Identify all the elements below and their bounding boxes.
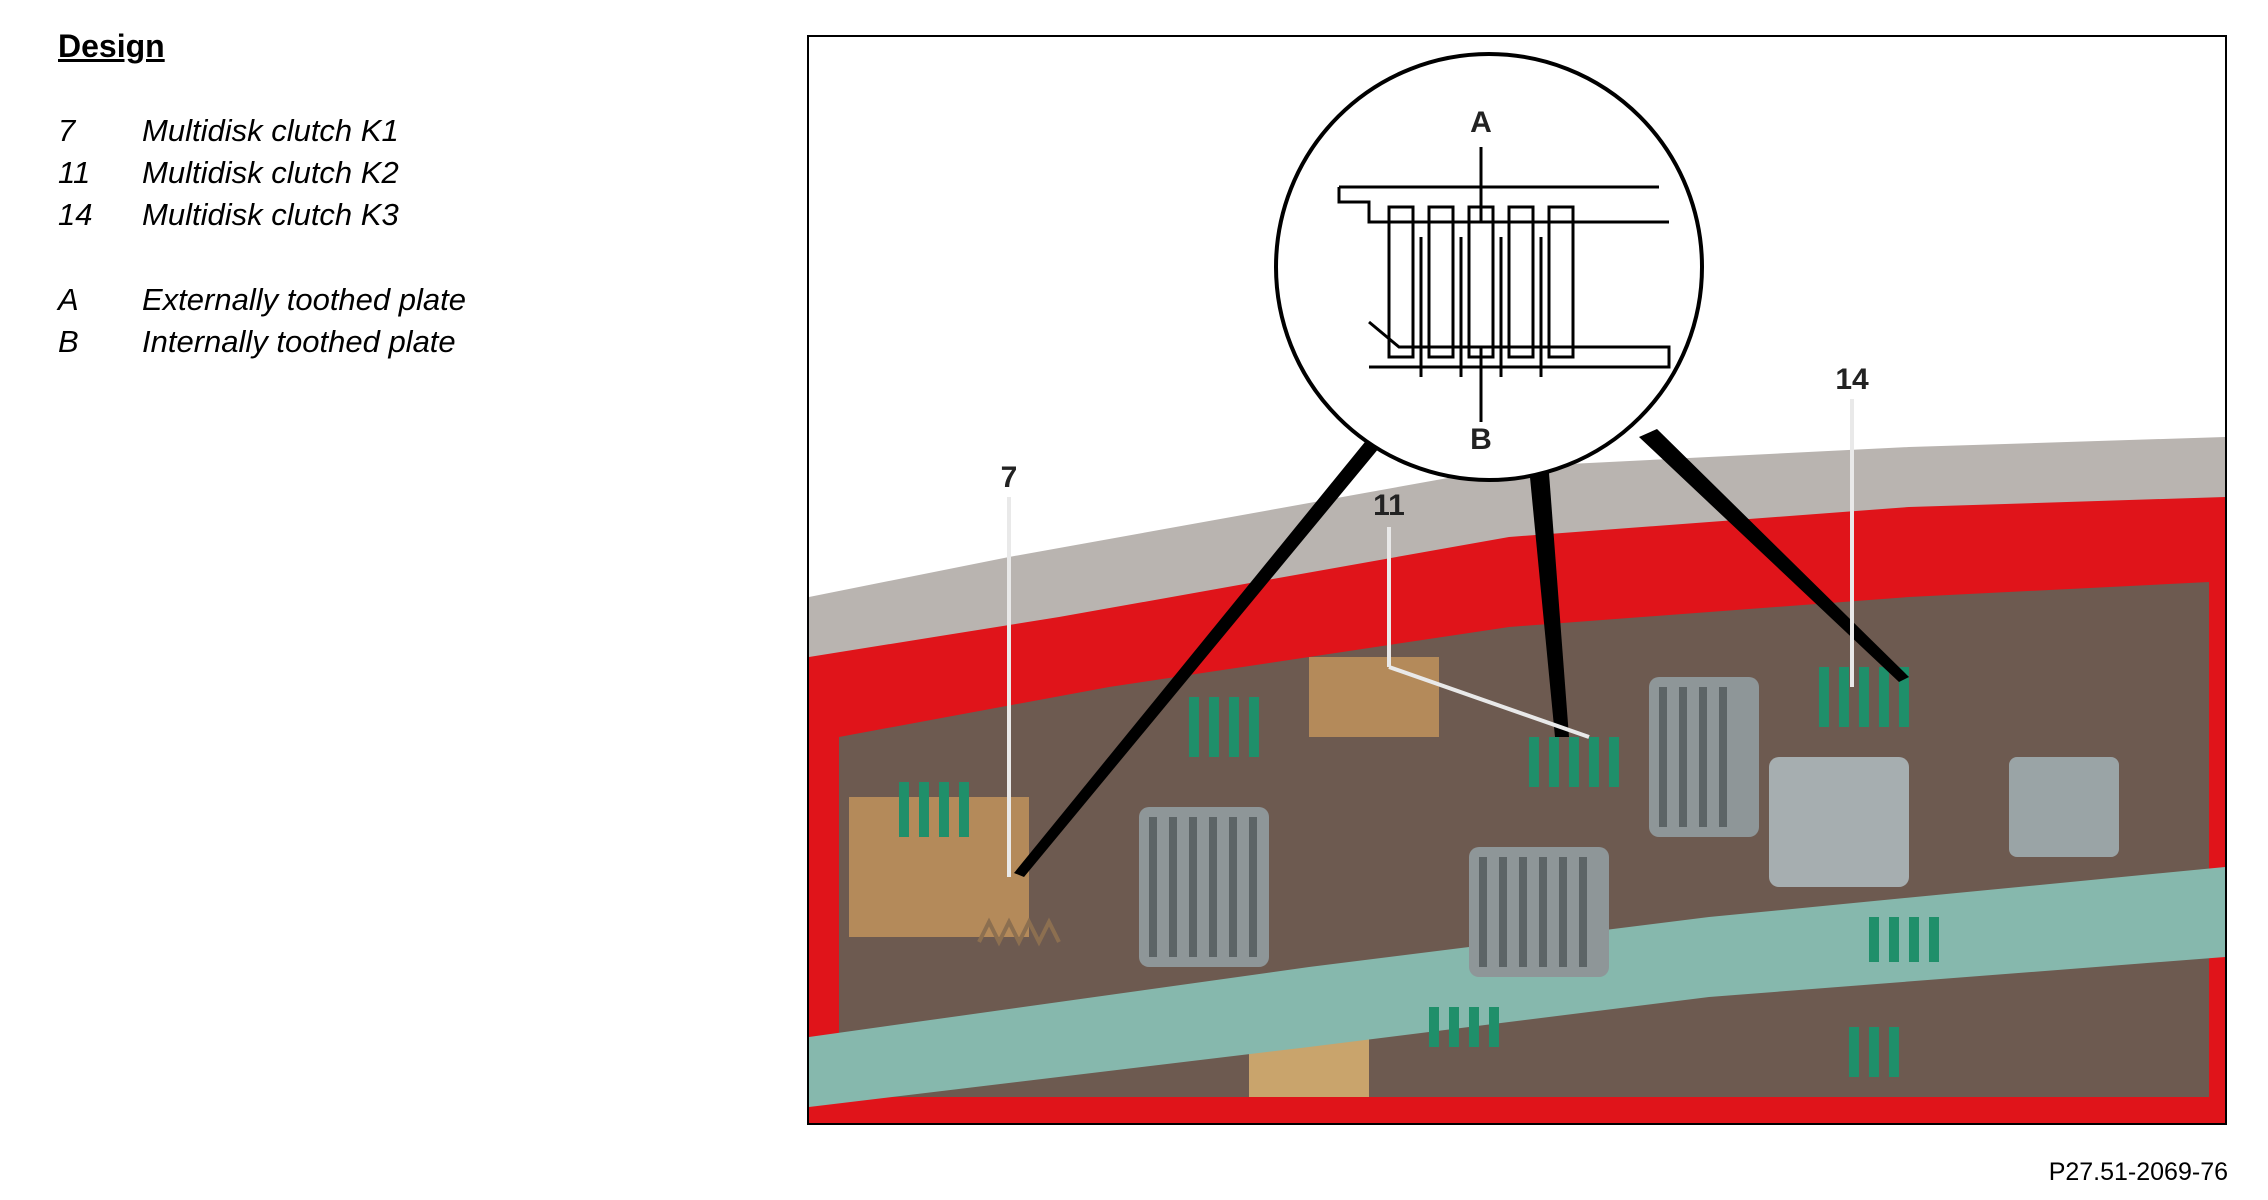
legend-key: 11: [58, 155, 91, 190]
legend-item: 11 Multidisk clutch K2: [58, 152, 399, 194]
legend-text: Multidisk clutch K1: [142, 113, 399, 148]
callout-label-b: B: [1470, 423, 1492, 456]
clutch-pack-extra: [1189, 697, 1939, 1077]
planet-carrier: [1769, 757, 1909, 887]
output-gear: [2009, 757, 2119, 857]
legend-key: B: [58, 324, 79, 359]
transmission-cutaway-figure: 7 11 14 A B: [807, 35, 2227, 1125]
legend-key: A: [58, 282, 79, 317]
magnifier-circle: [1274, 52, 1704, 482]
page-heading: Design: [58, 28, 165, 64]
legend-text: Internally toothed plate: [142, 324, 456, 359]
legend-text: Multidisk clutch K3: [142, 197, 399, 232]
legend-text: Multidisk clutch K2: [142, 155, 399, 190]
callout-label-14: 14: [1835, 363, 1869, 396]
callout-label-11: 11: [1373, 489, 1405, 522]
legend-key: 7: [58, 113, 76, 148]
legend-text: Externally toothed plate: [142, 282, 466, 317]
callout-label-7: 7: [1001, 461, 1018, 494]
legend-item: B Internally toothed plate: [58, 321, 466, 363]
clutch-pack-k1: [899, 782, 969, 837]
legend-key: 14: [58, 197, 93, 232]
callout-label-a: A: [1470, 106, 1492, 139]
legend-numbered: 7 Multidisk clutch K1 11 Multidisk clutc…: [58, 110, 399, 236]
legend-lettered: A Externally toothed plate B Internally …: [58, 279, 466, 363]
legend-item: 7 Multidisk clutch K1: [58, 110, 399, 152]
legend-item: 14 Multidisk clutch K3: [58, 194, 399, 236]
legend-item: A Externally toothed plate: [58, 279, 466, 321]
magnifier-pointers: [1014, 429, 1909, 877]
transmission-illustration: 7 11 14 A B: [809, 52, 2225, 1123]
callout-leaders: [1007, 399, 1854, 877]
figure-reference-number: P27.51-2069-76: [2048, 1158, 2228, 1186]
clutch-pack-k3: [1819, 667, 1909, 727]
return-spring: [977, 917, 1061, 947]
plate-detail: [1337, 147, 1671, 422]
piston-mid: [1309, 657, 1439, 737]
clutch-pack-k2: [1529, 737, 1619, 787]
